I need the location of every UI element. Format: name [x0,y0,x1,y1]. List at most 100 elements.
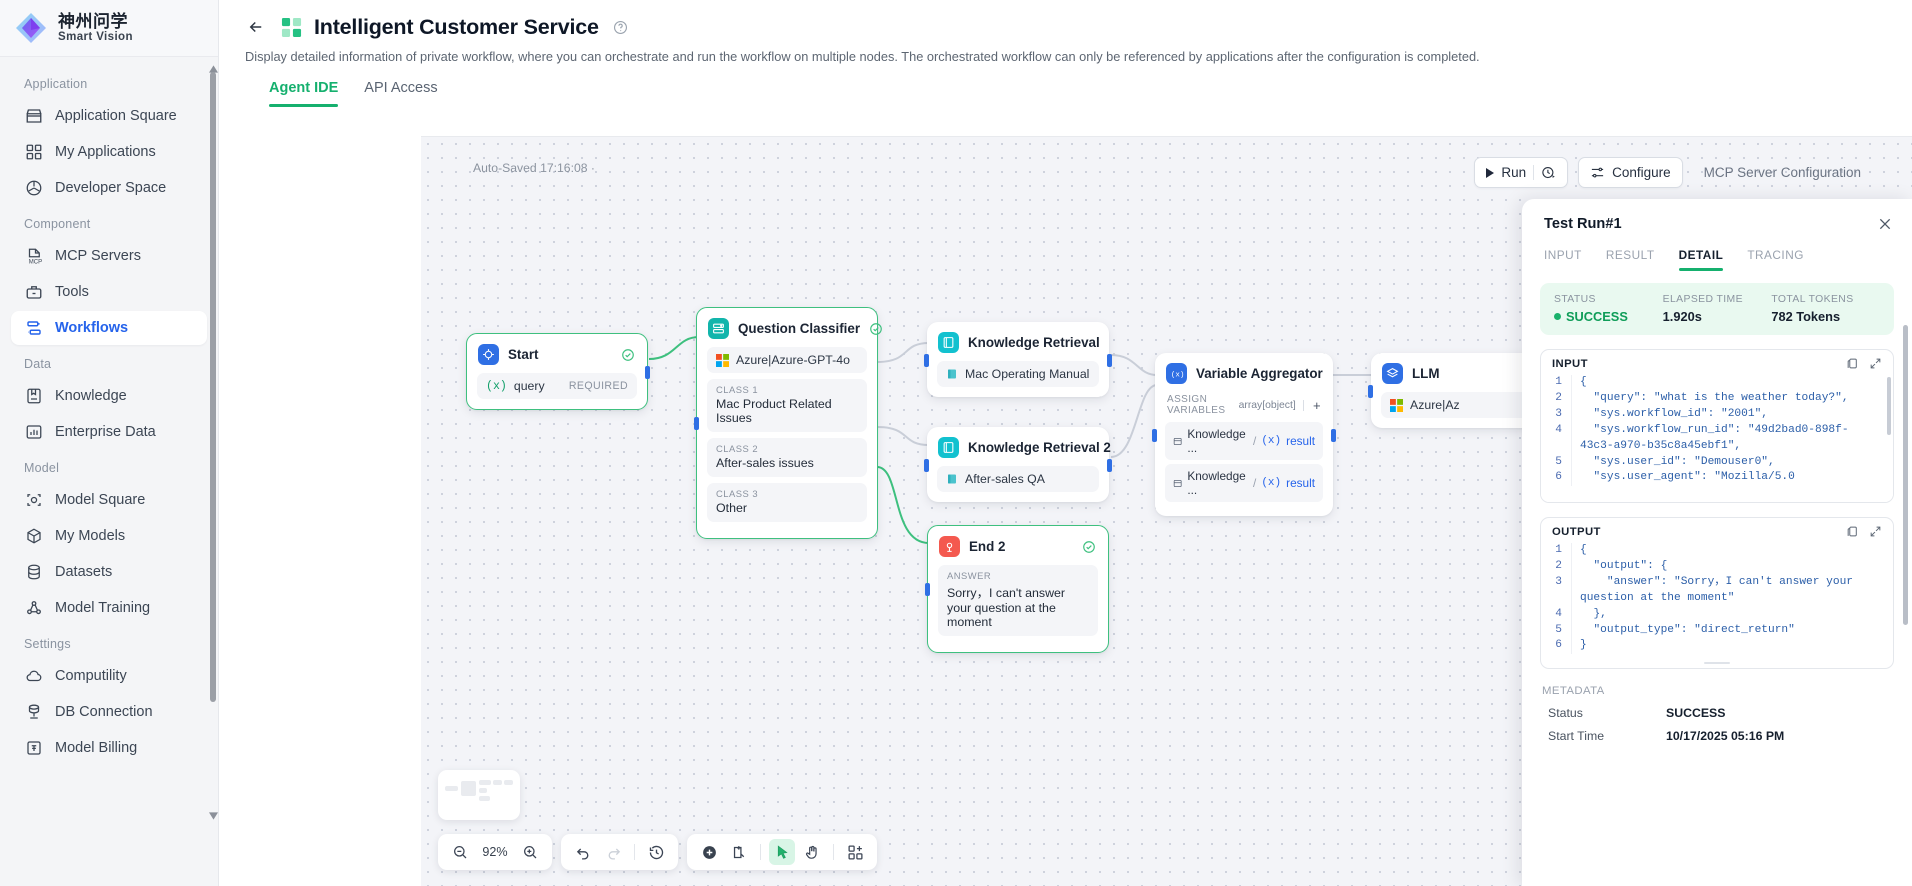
input-code-card: INPUT 1{ 2 "query": "what is the weather… [1540,349,1894,503]
scrollbar-thumb[interactable] [1903,325,1908,625]
sidebar-item-my-applications[interactable]: My Applications [11,135,207,169]
minimap[interactable] [438,770,520,820]
input-port[interactable] [924,353,929,367]
back-button[interactable] [243,14,269,40]
expand-icon[interactable] [1869,525,1882,538]
undo-icon[interactable] [570,839,596,865]
sidebar-item-computility[interactable]: Computility [11,659,207,693]
node-question-classifier[interactable]: Question Classifier Azure|Azure-GPT-4o C… [694,307,882,539]
classifier-class-3[interactable]: CLASS 3 Other [707,483,867,522]
code-line: 3 "answer": "Sorry，I can't answer your q… [1541,574,1893,607]
input-port[interactable] [1152,428,1157,442]
input-port[interactable] [694,417,699,430]
sidebar-item-workflows[interactable]: Workflows [11,311,207,345]
panel-tab-tracing[interactable]: TRACING [1747,248,1804,262]
pointer-icon[interactable] [769,839,795,865]
nav-group-component: Component [24,217,91,231]
copy-icon[interactable] [1846,525,1859,538]
node-knowledge-retrieval[interactable]: Knowledge Retrieval Mac Operating Manual [924,322,1112,397]
run-button[interactable]: Run [1474,157,1569,188]
input-port[interactable] [924,458,929,472]
run-history-icon[interactable] [1541,165,1556,180]
code-scrollbar[interactable] [1887,377,1891,500]
expand-icon[interactable] [1869,357,1882,370]
copy-icon[interactable] [1846,357,1859,370]
metadata-value: 10/17/2025 05:16 PM [1666,729,1785,743]
classifier-class-2[interactable]: CLASS 2 After-sales issues [707,438,867,477]
configure-button[interactable]: Configure [1578,157,1683,188]
output-port[interactable] [1107,458,1112,472]
brand-header[interactable]: 神州问学 Smart Vision [0,0,218,57]
sidebar-label: Enterprise Data [55,424,156,440]
panel-scrollbar[interactable] [1903,281,1908,876]
scrollbar-thumb[interactable] [1887,377,1891,435]
redo-icon[interactable] [600,839,626,865]
node-start[interactable]: Start (x) query REQUIRED [466,333,650,410]
panel-tab-input[interactable]: INPUT [1544,248,1582,262]
sidebar-item-datasets[interactable]: Datasets [11,555,207,589]
classifier-model-row[interactable]: Azure|Azure-GPT-4o [707,347,867,373]
zoom-level[interactable]: 92% [482,845,508,859]
add-note-icon[interactable] [726,839,752,865]
input-port[interactable] [1368,384,1373,398]
scrollbar-thumb[interactable] [210,72,216,702]
sidebar-item-application-square[interactable]: Application Square [11,99,207,133]
sidebar-item-model-billing[interactable]: Model Billing [11,731,207,765]
node-knowledge-retrieval-2[interactable]: Knowledge Retrieval 2 After-sales QA [924,427,1112,502]
tab-api-access[interactable]: API Access [364,80,438,96]
input-port[interactable] [925,583,930,596]
sidebar-item-db-connection[interactable]: DB Connection [11,695,207,729]
history-clock-icon[interactable] [643,839,669,865]
code-line: 5 "output_type": "direct_return" [1541,622,1893,639]
input-code-body[interactable]: 1{ 2 "query": "what is the weather today… [1541,375,1893,502]
sidebar-scrollbar[interactable] [209,60,218,820]
code-line: 4 "sys.workflow_run_id": "49d2bad0-898f-… [1541,422,1893,455]
sidebar-item-model-square[interactable]: Model Square [11,483,207,517]
llm-model-row[interactable]: Azure|Az [1381,392,1539,418]
node-header: (x) Variable Aggregator [1155,353,1333,392]
sidebar-item-tools[interactable]: Tools [11,275,207,309]
zoom-toolbar: 92% [438,834,552,870]
panel-tab-detail[interactable]: DETAIL [1678,248,1724,271]
aggregator-row[interactable]: Knowledge ... / (x) result [1165,422,1323,460]
zoom-in-icon[interactable] [517,839,543,865]
classifier-class-1[interactable]: CLASS 1 Mac Product Related Issues [707,379,867,432]
zoom-out-icon[interactable] [447,839,473,865]
output-port[interactable] [1331,428,1336,442]
knowledge-item-row[interactable]: After-sales QA [937,466,1099,492]
close-icon[interactable] [1877,216,1893,232]
line-number: 5 [1555,623,1562,636]
output-port[interactable] [645,365,650,379]
node-llm[interactable]: LLM Azure|Az [1368,353,1549,428]
knowledge-item-row[interactable]: Mac Operating Manual [937,361,1099,387]
panel-tab-result[interactable]: RESULT [1605,248,1655,262]
mcp-server-configuration-button[interactable]: MCP Server Configuration [1693,157,1872,188]
add-node-icon[interactable] [696,839,722,865]
scroll-up-arrow-icon[interactable] [209,65,218,73]
output-code-body[interactable]: 1{ 2 "output": { 3 "answer": "Sorry，I ca… [1541,543,1893,658]
arrow-left-icon [249,21,262,33]
hand-icon[interactable] [799,839,825,865]
organize-blocks-icon[interactable] [842,839,868,865]
scroll-down-arrow-icon[interactable] [209,812,218,820]
sidebar-item-mcp-servers[interactable]: MCP MCP Servers [11,239,207,273]
plus-glyph[interactable]: + [1313,397,1321,413]
start-variable-row[interactable]: (x) query REQUIRED [477,373,637,399]
tab-agent-ide[interactable]: Agent IDE [269,80,339,107]
node-end-2[interactable]: End 2 ANSWER Sorry，I can't answer your q… [925,525,1109,653]
question-circle-icon[interactable] [613,20,628,35]
class-label: CLASS 2 [716,443,759,454]
sidebar-item-developer-space[interactable]: Developer Space [11,171,207,205]
variable-type-icon: (x) [1261,435,1282,447]
aggregator-row[interactable]: Knowledge ... / (x) result [1165,464,1323,502]
minimap-node [479,788,487,793]
output-code-card: OUTPUT 1{ 2 "output": { 3 "answer": "Sor… [1540,517,1894,669]
end-answer-field[interactable]: ANSWER Sorry，I can't answer your questio… [938,565,1098,636]
sidebar-item-knowledge[interactable]: Knowledge [11,379,207,413]
sidebar-item-enterprise-data[interactable]: Enterprise Data [11,415,207,449]
sidebar-item-my-models[interactable]: My Models [11,519,207,553]
node-variable-aggregator[interactable]: (x) Variable Aggregator ASSIGN VARIABLES… [1152,353,1336,516]
sidebar-item-model-training[interactable]: Model Training [11,591,207,625]
output-port[interactable] [1107,353,1112,367]
resize-handle[interactable] [1541,658,1893,668]
